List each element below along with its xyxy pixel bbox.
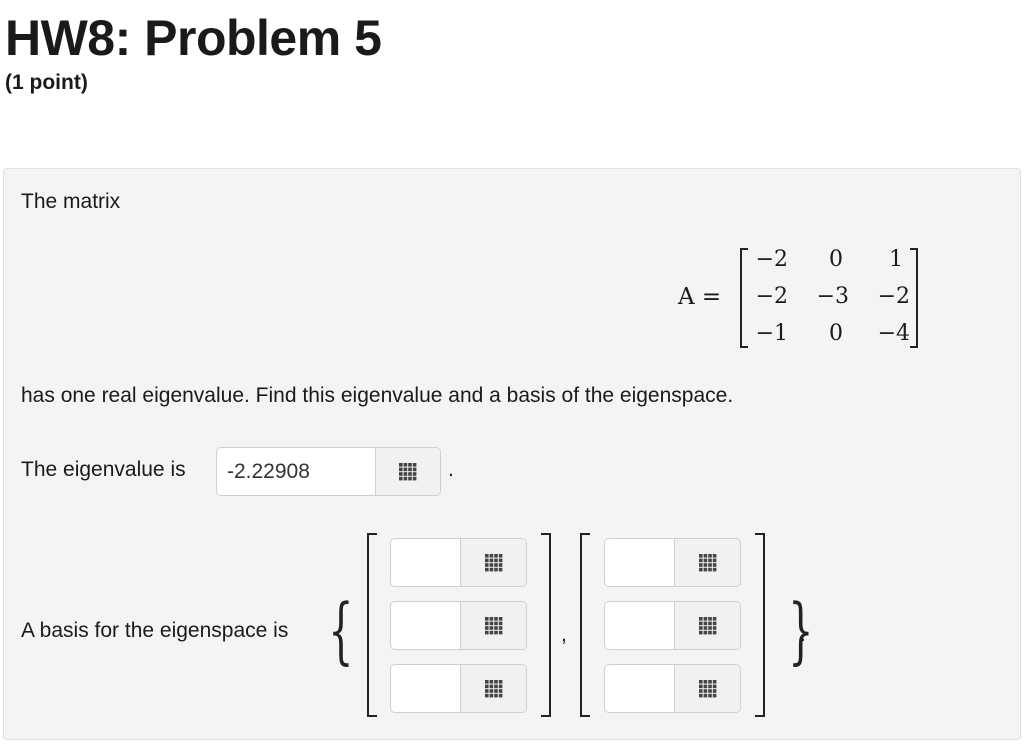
vector2-right-bracket xyxy=(755,533,765,717)
eigenvalue-palette-button[interactable] xyxy=(375,448,440,495)
problem-statement: has one real eigenvalue. Find this eigen… xyxy=(21,384,734,407)
vector1-entry2-input[interactable] xyxy=(391,602,463,649)
matrix-label: A = xyxy=(678,284,722,310)
grid-icon xyxy=(698,679,717,698)
grid-icon xyxy=(484,553,503,572)
vector1-entry2-palette-button[interactable] xyxy=(460,602,526,649)
eigenvalue-period: . xyxy=(448,458,454,481)
eigenvalue-input[interactable] xyxy=(217,448,377,495)
vector1-entry3-input[interactable] xyxy=(391,665,463,712)
vector1-entry2-box xyxy=(390,601,527,650)
page-title: HW8: Problem 5 xyxy=(5,10,382,66)
matrix-cell: −3 xyxy=(816,284,849,309)
close-brace: } xyxy=(788,588,814,672)
vector1-entry1-input[interactable] xyxy=(391,539,463,586)
matrix-cell: −4 xyxy=(877,321,910,346)
vector2-entry2-palette-button[interactable] xyxy=(674,602,740,649)
vector1-left-bracket xyxy=(367,533,377,717)
vector2-left-bracket xyxy=(580,533,590,717)
comma: , xyxy=(561,623,567,646)
basis-label: A basis for the eigenspace is xyxy=(21,619,289,642)
matrix-cell: 0 xyxy=(829,247,843,272)
matrix-left-bracket xyxy=(740,248,748,348)
basis-period: . xyxy=(800,623,806,646)
eigenvalue-answer-box xyxy=(216,447,441,496)
grid-icon xyxy=(399,462,417,481)
eigenvalue-label: The eigenvalue is xyxy=(21,458,186,481)
grid-icon xyxy=(484,616,503,635)
vector1-entry3-palette-button[interactable] xyxy=(460,665,526,712)
matrix-right-bracket xyxy=(910,248,918,348)
matrix-cell: −1 xyxy=(755,321,788,346)
matrix-cell: −2 xyxy=(755,247,788,272)
vector2-entry1-input[interactable] xyxy=(605,539,677,586)
vector2-entry1-palette-button[interactable] xyxy=(674,539,740,586)
vector2-entry3-palette-button[interactable] xyxy=(674,665,740,712)
vector1-right-bracket xyxy=(541,533,551,717)
vector2-entry2-input[interactable] xyxy=(605,602,677,649)
points-label: (1 point) xyxy=(5,71,88,94)
grid-icon xyxy=(698,616,717,635)
vector1-entry1-box xyxy=(390,538,527,587)
matrix-cell: −2 xyxy=(755,284,788,309)
matrix-a: A = −2 0 1 −2 −3 −2 −1 0 −4 xyxy=(678,245,928,351)
matrix-cell: 0 xyxy=(829,321,843,346)
grid-icon xyxy=(698,553,717,572)
matrix-cell: 1 xyxy=(889,247,903,272)
vector2-entry2-box xyxy=(604,601,741,650)
matrix-cell: −2 xyxy=(877,284,910,309)
open-brace: { xyxy=(328,588,354,672)
grid-icon xyxy=(484,679,503,698)
intro-text: The matrix xyxy=(21,190,121,213)
vector2-entry3-box xyxy=(604,664,741,713)
vector2-entry3-input[interactable] xyxy=(605,665,677,712)
vector1-entry3-box xyxy=(390,664,527,713)
vector1-entry1-palette-button[interactable] xyxy=(460,539,526,586)
vector2-entry1-box xyxy=(604,538,741,587)
